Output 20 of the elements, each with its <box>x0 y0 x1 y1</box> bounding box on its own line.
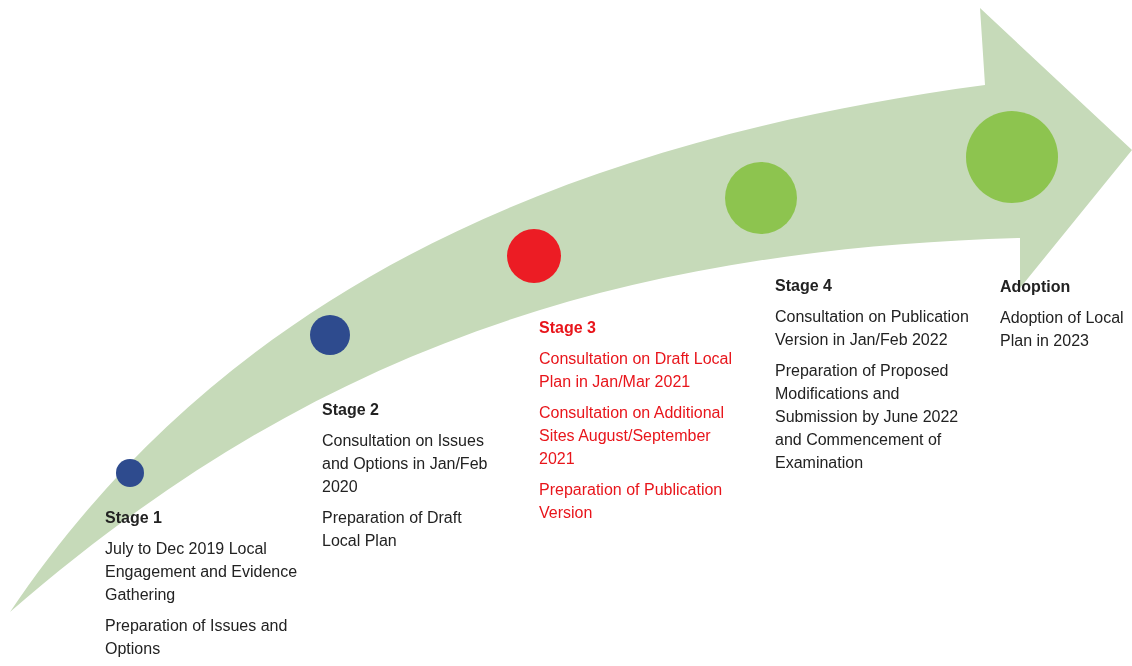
stage-heading: Stage 4 <box>775 276 833 296</box>
stage-description: Preparation of Publication Version <box>539 480 724 523</box>
stage-description: Consultation on Draft Local Plan in Jan/Mar 2021 <box>539 349 733 392</box>
milestone-dot <box>507 229 561 283</box>
stage-description: Preparation of Draft Local Plan <box>322 508 463 551</box>
stage-description: Consultation on Issues and Options in Jan/Feb 2020 <box>322 431 489 497</box>
stage-heading: Adoption <box>1000 277 1072 297</box>
stage-description: Consultation on Publication Version in Jan/Feb 2022 <box>775 307 970 350</box>
milestone-dot <box>725 162 797 234</box>
stage-heading: Stage 1 <box>105 508 163 528</box>
milestone-dot <box>966 111 1058 203</box>
stage-description: Preparation of Proposed Modifications and Submission by June 2022 and Commencement of Examination <box>775 361 960 473</box>
stage-heading: Stage 2 <box>322 400 380 420</box>
stage-description: Preparation of Issues and Options <box>105 616 289 659</box>
stage-description: July to Dec 2019 Local Engagement and Evidence Gathering <box>105 539 299 605</box>
milestone-dot <box>116 459 144 487</box>
stage-description: Consultation on Additional Sites August/September 2021 <box>539 403 726 469</box>
stage-heading: Stage 3 <box>539 318 597 338</box>
stage-description: Adoption of Local Plan in 2023 <box>1000 308 1125 351</box>
milestone-dot <box>310 315 350 355</box>
